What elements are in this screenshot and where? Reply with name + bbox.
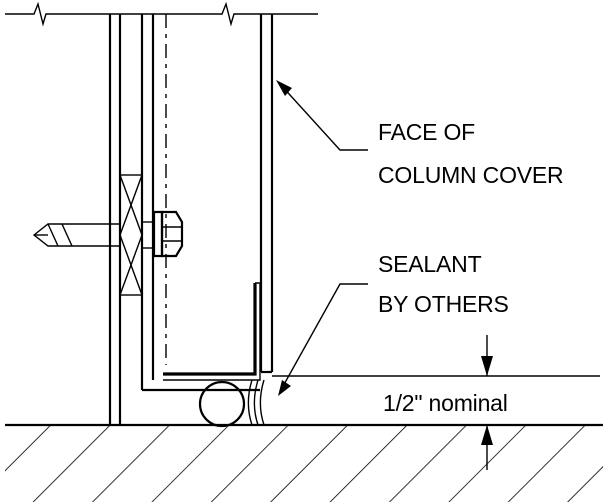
- face-label-line1: FACE OF: [378, 119, 475, 145]
- floor-slab: [5, 423, 603, 502]
- face-label-line2: COLUMN COVER: [378, 162, 563, 188]
- top-break-line: [5, 1, 318, 27]
- sealant-label-line2: BY OTHERS: [378, 291, 509, 317]
- angle-clip: [163, 282, 261, 381]
- fastener-screw: [32, 210, 184, 258]
- face-leader: [276, 80, 368, 151]
- column-cover-panel: [259, 14, 274, 374]
- wood-blocking: [119, 174, 143, 296]
- sealant-leader: [278, 283, 368, 396]
- dimension-marker: [272, 335, 600, 470]
- dimension-label: 1/2" nominal: [383, 390, 508, 416]
- backer-rod: [198, 380, 246, 428]
- sealant-label-line1: SEALANT: [378, 251, 482, 277]
- sealant-bead: [247, 379, 265, 426]
- support-channel: [140, 14, 260, 392]
- backup-wall: [108, 14, 122, 425]
